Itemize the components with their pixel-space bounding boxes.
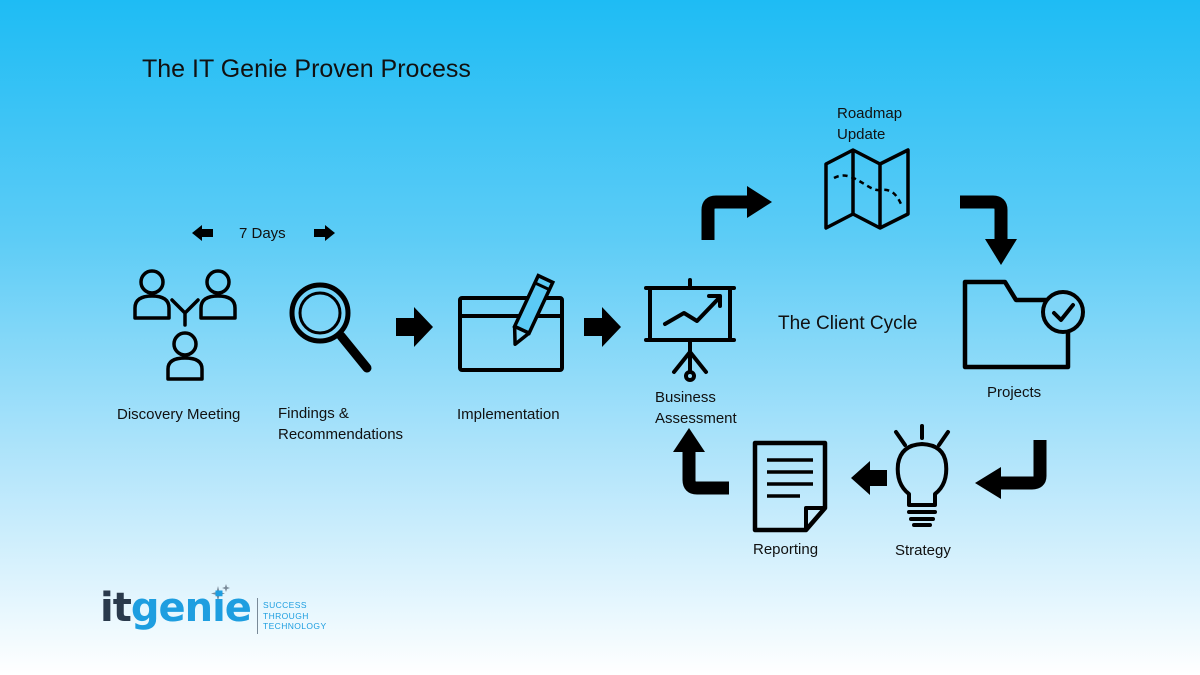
folder-check-icon — [962, 279, 1085, 370]
logo-wordmark-it: it — [100, 585, 132, 631]
meeting-people-icon — [133, 269, 237, 381]
logo-divider — [257, 598, 258, 634]
discovery-meeting-label: Discovery Meeting — [117, 406, 241, 423]
roadmap-update-line2: Update — [837, 126, 886, 143]
document-icon — [752, 440, 828, 533]
findings-label: Findings & Recommendations — [278, 403, 403, 445]
client-cycle-label: The Client Cycle — [778, 313, 918, 334]
reporting-label: Reporting — [753, 541, 819, 558]
folded-map-icon — [824, 148, 910, 230]
strategy-label: Strategy — [895, 542, 951, 559]
timeline-arrow-left-icon — [192, 225, 213, 241]
logo-wordmark-genie: genie — [130, 585, 252, 631]
implementation-label: Implementation — [457, 406, 560, 423]
findings-label-line1: Findings & — [278, 405, 349, 422]
roadmap-update-line1: Roadmap — [837, 105, 903, 122]
logo-tagline-line1: SUCCESS — [263, 600, 307, 610]
timeline-arrow-right-icon — [314, 225, 335, 241]
bent-arrow-down-left-icon — [975, 440, 1047, 499]
lightbulb-icon — [894, 424, 950, 527]
bent-arrow-up-icon — [673, 428, 729, 495]
projects-label: Projects — [987, 384, 1042, 401]
roadmap-update-label: Roadmap Update — [837, 103, 902, 145]
sparkle-icon — [211, 584, 230, 601]
logo-wordmark: itgenie — [100, 585, 252, 631]
bent-arrow-right-down-icon — [960, 195, 1017, 265]
arrow-right-icon — [396, 307, 433, 347]
logo-tagline: SUCCESS THROUGH TECHNOLOGY — [263, 600, 327, 632]
business-assessment-line2: Assessment — [655, 410, 737, 427]
logo-tagline-line2: THROUGH — [263, 610, 309, 621]
slide-title: The IT Genie Proven Process — [142, 55, 471, 83]
logo-tagline-line3: TECHNOLOGY — [263, 621, 327, 631]
business-assessment-label: Business Assessment — [655, 387, 737, 429]
presentation-board-icon — [644, 278, 736, 382]
bent-arrow-up-right-icon — [701, 186, 772, 240]
arrow-right-icon — [584, 307, 621, 347]
timeline-duration: 7 Days — [239, 225, 286, 242]
window-pen-icon — [458, 273, 564, 372]
business-assessment-line1: Business — [655, 389, 716, 406]
findings-label-line2: Recommendations — [278, 426, 404, 443]
magnifying-glass-icon — [289, 282, 372, 373]
arrow-left-icon — [851, 461, 887, 495]
